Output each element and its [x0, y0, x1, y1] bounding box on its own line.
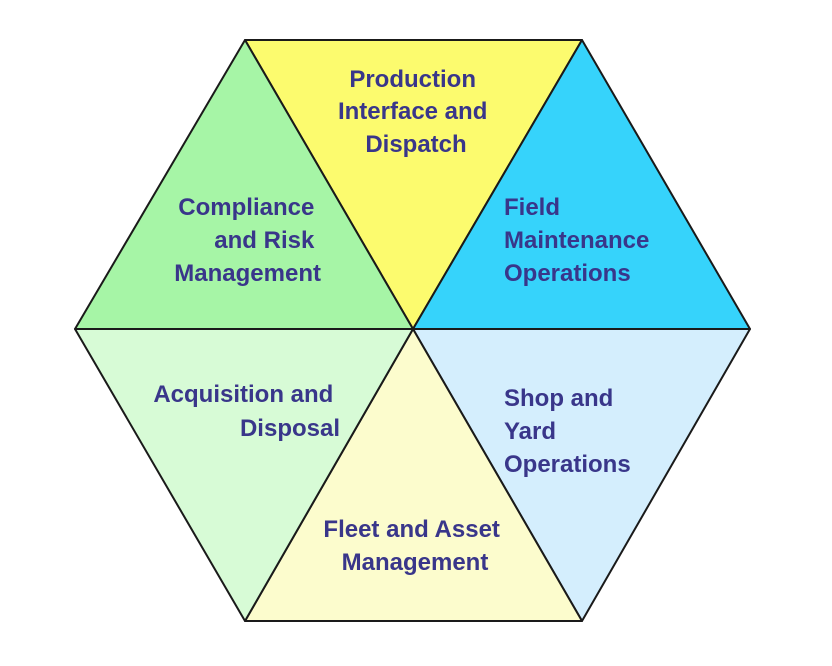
segment-field-maintenance-line-3: Operations: [504, 260, 631, 287]
segment-fleet-asset-line-2: Management: [342, 549, 489, 576]
segment-compliance-line-1: Compliance: [178, 194, 314, 221]
segment-shop-yard-line-1: Shop and: [504, 385, 613, 412]
segment-compliance-line-2: and Risk: [214, 227, 315, 254]
segment-acquisition-label: Acquisition and Disposal: [153, 381, 340, 442]
segment-production-label: Production Interface and Dispatch: [338, 66, 494, 158]
segment-shop-yard: Shop and Yard Operations: [412, 328, 751, 622]
segment-compliance: Compliance and Risk Management: [74, 39, 414, 330]
segment-production-line-2: Interface and: [338, 98, 487, 125]
segment-acquisition-line-1: Acquisition and: [153, 381, 333, 408]
segment-field-maintenance-line-1: Field: [504, 194, 560, 221]
segment-shop-yard-line-3: Operations: [504, 451, 631, 478]
segment-production: Production Interface and Dispatch: [244, 39, 583, 330]
segment-production-line-3: Dispatch: [365, 131, 466, 158]
segment-shop-yard-line-2: Yard: [504, 418, 556, 445]
segment-acquisition-line-2: Disposal: [240, 415, 340, 442]
segment-shop-yard-label: Shop and Yard Operations: [504, 385, 631, 478]
segment-acquisition: Acquisition and Disposal: [74, 328, 414, 622]
segment-production-line-1: Production: [349, 66, 476, 93]
segment-field-maintenance-label: Field Maintenance Operations: [504, 194, 656, 287]
segment-compliance-shape: [74, 39, 414, 330]
segment-compliance-line-3: Management: [174, 260, 321, 287]
segment-compliance-label: Compliance and Risk Management: [174, 194, 321, 287]
segment-fleet-asset-line-1: Fleet and Asset: [323, 516, 500, 543]
segment-fleet-asset: Fleet and Asset Management: [244, 328, 583, 622]
segment-fleet-asset-label: Fleet and Asset Management: [323, 516, 506, 576]
segment-field-maintenance-line-2: Maintenance: [504, 227, 649, 254]
